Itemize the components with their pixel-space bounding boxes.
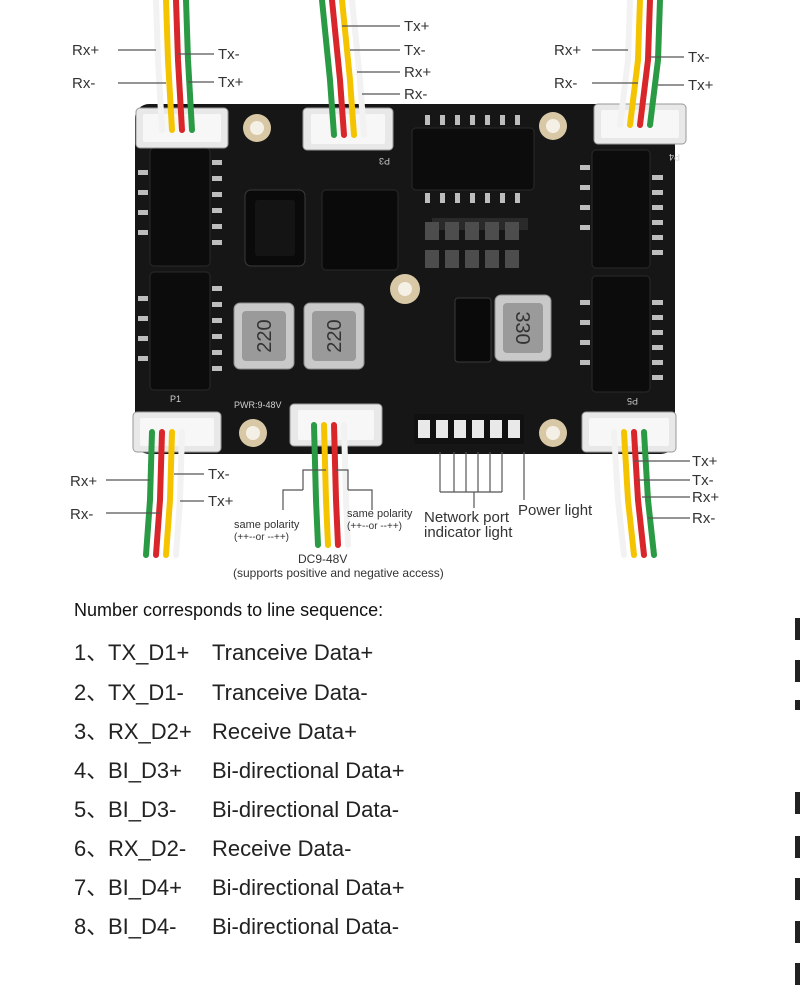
transformer-left [138,147,222,391]
tc-tx-minus: Tx- [404,42,426,59]
connector-p3 [302,107,394,151]
pin-code: BI_D4- [108,914,177,939]
pin-number: 4、 [74,758,109,783]
pin-code: BI_D3- [108,797,177,822]
pin-list-title: Number corresponds to line sequence: [74,600,384,620]
wires-bottom-left [143,429,185,558]
br-tx-minus: Tx- [692,472,714,489]
pin-code: TX_D1+ [108,640,190,665]
pin-code: BI_D4+ [108,875,182,900]
power-light: Power light [518,502,593,519]
pin-code: BI_D3+ [108,758,182,783]
polarity-detail-right: (++--or --++) [347,521,402,532]
pin-row: 3、RX_D2+ Receive Data+ [74,714,357,746]
pin-code: RX_D2- [108,836,187,861]
connector-p1-label: P1 [170,394,181,404]
pin-description: Bi-directional Data- [212,797,400,822]
edge-fragment [795,618,800,640]
connector-p1 [132,411,222,453]
polarity-detail-left: (++--or --++) [234,532,289,543]
network-port-line2: indicator light [424,524,513,541]
pin-description: Bi-directional Data+ [212,875,405,900]
pin-number: 1、 [74,640,109,665]
edge-fragment [795,963,800,985]
transformer-right [580,149,663,393]
br-rx-plus: Rx+ [692,489,719,506]
pin-description: Bi-directional Data+ [212,758,405,783]
br-tx-plus: Tx+ [692,453,718,470]
pin-description: Receive Data+ [212,719,357,744]
same-polarity-left: same polarity [234,519,300,531]
tr-tx-minus: Tx- [688,49,710,66]
connector-p4-label: P4 [669,152,680,162]
tc-rx-minus: Rx- [404,86,427,103]
transformer-top [411,115,535,203]
tl-rx-minus: Rx- [72,75,95,92]
wires-top-right [617,0,663,128]
leader-lines [106,25,690,519]
edge-fragment [795,660,800,682]
inductor-a-label: 220 [254,319,276,352]
wires-bottom-right [611,429,657,558]
tl-rx-plus: Rx+ [72,42,99,59]
edge-fragment [795,792,800,814]
tl-tx-minus: Tx- [218,46,240,63]
dc-range: DC9-48V [298,552,347,566]
pin-description: Tranceive Data- [212,680,368,705]
wires-top-left [153,0,195,133]
pin-description: Tranceive Data+ [212,640,374,665]
tc-tx-plus: Tx+ [404,18,430,35]
pin-number: 3、 [74,719,109,744]
pin-description: Bi-directional Data- [212,914,400,939]
pin-number: 8、 [74,914,109,939]
wires-top-center [319,0,367,138]
bl-rx-minus: Rx- [70,506,93,523]
connector-p5-label: P5 [627,396,638,406]
inductor-b-label: 220 [324,319,346,352]
pin-code: TX_D1- [108,680,184,705]
edge-fragment [795,700,800,710]
pin-description: Receive Data- [212,836,352,861]
pin-row: 6、RX_D2- Receive Data- [74,831,351,863]
tr-rx-minus: Rx- [554,75,577,92]
connector-p3-label: P3 [379,156,390,166]
pin-row: 4、BI_D3+ Bi-directional Data+ [74,753,405,785]
edge-fragment [795,921,800,943]
tr-rx-plus: Rx+ [554,42,581,59]
tc-rx-plus: Rx+ [404,64,431,81]
pin-row: 5、BI_D3- Bi-directional Data- [74,792,399,824]
pin-number: 7、 [74,875,109,900]
bl-tx-plus: Tx+ [208,493,234,510]
chips [244,189,528,363]
bl-rx-plus: Rx+ [70,473,97,490]
indicator-leds [414,414,524,444]
dc-support: (supports positive and negative access) [233,566,444,580]
same-polarity-right: same polarity [347,508,413,520]
inductors [233,294,552,370]
bl-tx-minus: Tx- [208,466,230,483]
mounting-holes [239,112,567,447]
pin-row: 8、BI_D4- Bi-directional Data- [74,909,399,941]
pin-code: RX_D2+ [108,719,192,744]
edge-fragment [795,836,800,858]
pin-number: 5、 [74,797,109,822]
pin-row: 1、TX_D1+ Tranceive Data+ [74,635,373,667]
connector-p5 [581,411,677,453]
power-silkscreen: PWR:9-48V [234,400,282,410]
network-port-line1: Network port [424,509,510,526]
pin-row: 2、TX_D1- Tranceive Data- [74,675,368,707]
br-rx-minus: Rx- [692,510,715,527]
pin-row: 7、BI_D4+ Bi-directional Data+ [74,870,405,902]
inductor-c-label: 330 [511,311,533,344]
tr-tx-plus: Tx+ [688,77,714,94]
pin-number: 6、 [74,836,109,861]
tl-tx-plus: Tx+ [218,74,244,91]
edge-fragment [795,878,800,900]
pin-number: 2、 [74,680,109,705]
wires-bottom-center [311,422,351,548]
